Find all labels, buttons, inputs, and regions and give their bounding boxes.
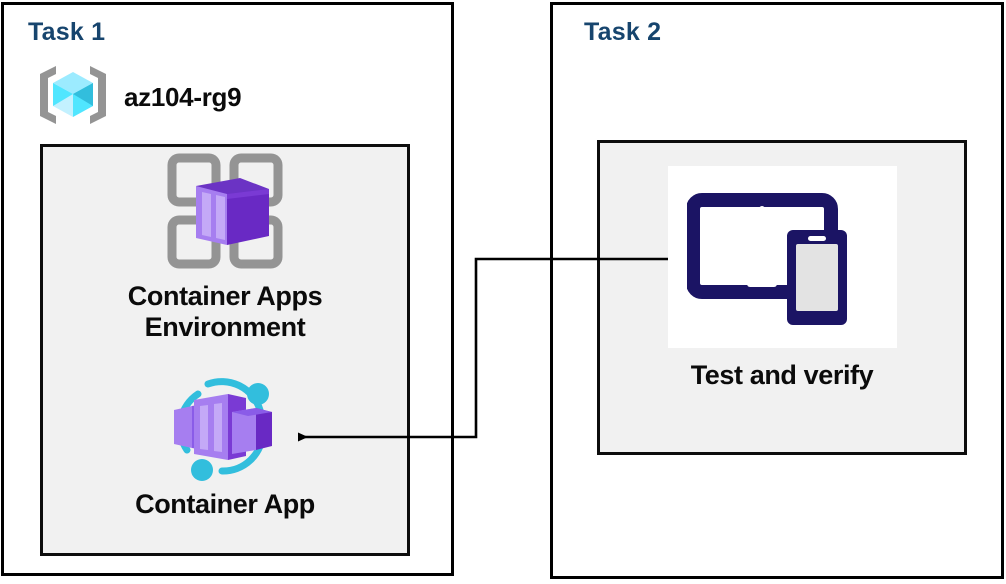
resource-group-icon [36, 62, 110, 133]
container-apps-environment-caption: Container Apps Environment [127, 281, 323, 342]
container-apps-environment-figure: Container Apps Environment [40, 150, 410, 343]
container-app-figure: Container App [40, 372, 410, 520]
container-app-icon [160, 372, 290, 487]
test-and-verify-caption: Test and verify [690, 360, 874, 390]
resource-group-row: az104-rg9 [36, 62, 242, 133]
task1-title: Task 1 [28, 18, 106, 46]
devices-tablet-phone-icon [667, 166, 897, 348]
task2-title: Task 2 [584, 18, 662, 46]
container-apps-environment-icon [164, 150, 286, 277]
container-app-caption: Container App [135, 489, 315, 519]
test-and-verify-figure: Test and verify [597, 166, 967, 391]
resource-group-label: az104-rg9 [124, 82, 242, 112]
